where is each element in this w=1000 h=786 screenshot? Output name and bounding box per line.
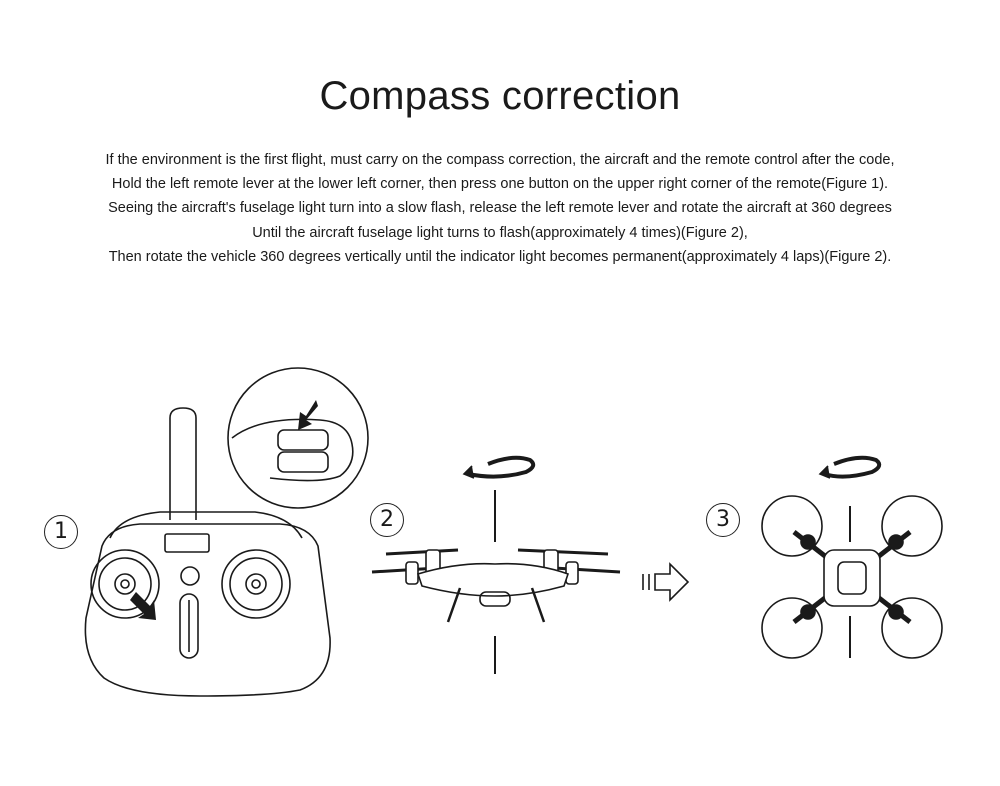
figure-2-number: 2 [370,503,404,537]
remote-controller-icon [80,367,380,698]
figure-3-number: 3 [706,503,740,537]
instruction-line-2: Hold the left remote lever at the lower … [111,176,889,193]
next-step-arrow-icon [640,560,694,602]
instruction-line-4: Until the aircraft fuselage light turns … [252,224,748,241]
figure-1-number: 1 [44,515,78,549]
drone-side-view-icon [368,446,638,676]
figure-2-number-text: 2 [380,507,394,532]
figure-1-number-text: 1 [54,519,68,544]
instruction-line-3: Seeing the aircraft's fuselage light tur… [108,200,892,217]
instructions-text: If the environment is the first flight, … [20,148,980,269]
figure-3-number-text: 3 [716,507,730,532]
page-title: Compass correction [319,74,681,118]
drone-top-view-icon [754,446,954,676]
instruction-line-1: If the environment is the first flight, … [105,152,895,168]
instruction-line-5: Then rotate the vehicle 360 degrees vert… [108,248,892,265]
